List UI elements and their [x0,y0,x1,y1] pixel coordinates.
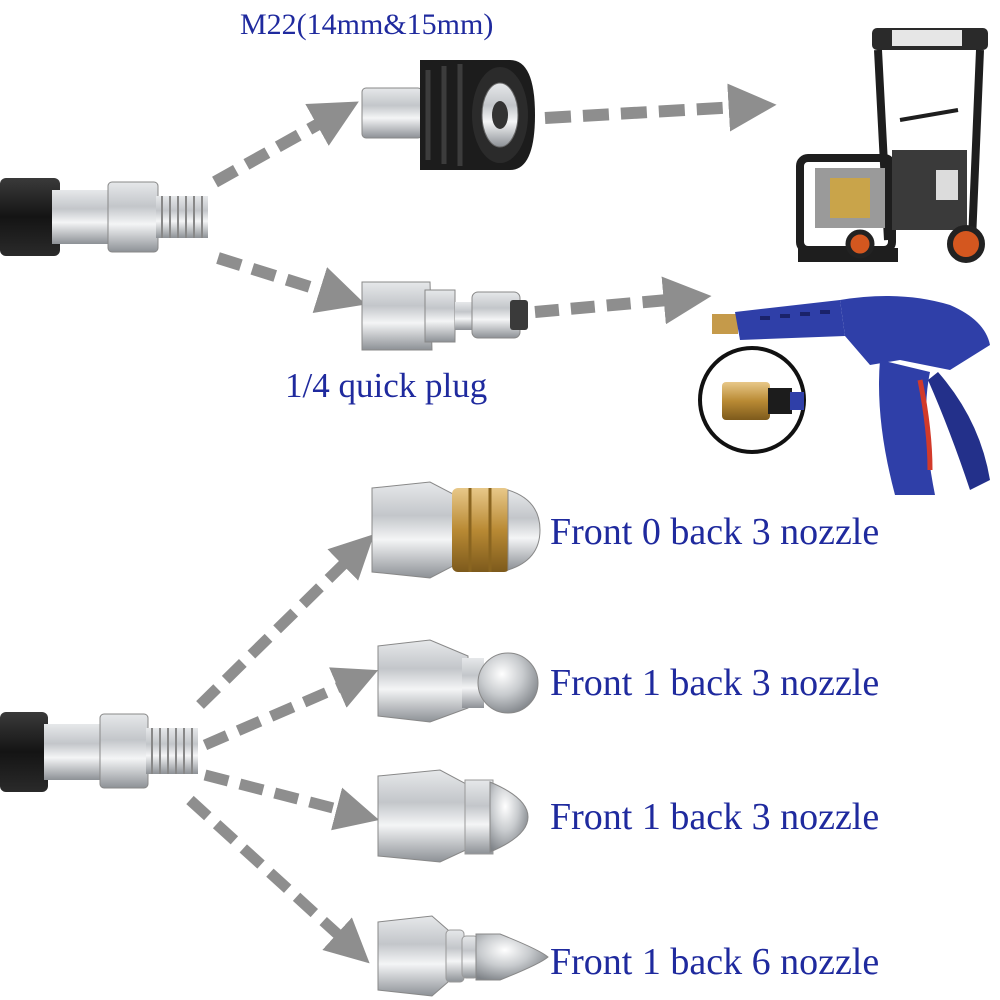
pressure-washer-icon [796,28,988,263]
thread [146,728,198,774]
nozzle-front1-back3-flat-icon [377,769,529,863]
arrow-to-gun [534,276,712,325]
spray-gun-icon [698,296,990,495]
m22-adapter-label: M22(14mm&15mm) [240,8,494,41]
hose [0,178,60,256]
ferrule [44,724,104,780]
nozzle-label-3: Front 1 back 3 nozzle [550,796,880,838]
arrow-to-nozzle-3 [203,769,380,831]
nozzle-label-2: Front 1 back 3 nozzle [550,662,880,704]
nozzle-front1-back6-icon [377,915,549,997]
arrow-to-nozzle-4 [186,795,370,964]
hex-nut [99,713,149,789]
nozzle-front0-back3-icon [371,481,541,579]
ferrule [52,190,112,244]
hose [0,712,48,792]
quick-plug-label: 1/4 quick plug [285,366,488,405]
arrow-to-quick-plug [216,252,366,313]
nozzle-label-4: Front 1 back 6 nozzle [550,941,880,983]
arrow-to-nozzle-1 [196,534,375,709]
hose-fitting-icon [0,178,208,256]
arrow-to-nozzle-2 [202,667,379,751]
arrow-to-washer [544,83,777,132]
quick-plug-icon [361,281,528,351]
hose-fitting-icon [0,712,198,792]
hex-nut [107,181,159,253]
nozzle-front1-back3-dome-icon [377,639,539,723]
thread [156,196,208,238]
arrow-to-m22 [212,101,359,188]
m22-coupler-icon [361,60,535,170]
nozzle-label-1: Front 0 back 3 nozzle [550,511,880,553]
